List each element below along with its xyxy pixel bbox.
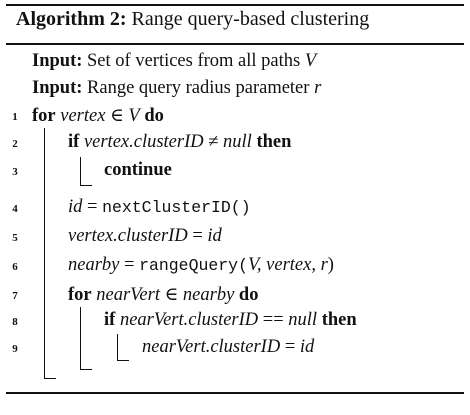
line-number: 2 [12,138,18,150]
code-line-7: for nearVert ∈ nearby do [68,284,258,306]
input-label: Input: [32,78,83,98]
variable: id [299,337,315,357]
inner-if-block-bar [117,334,118,360]
input-line-1: Input: Set of vertices from all paths V [32,51,316,72]
line-number: 6 [12,261,18,273]
bottom-rule [6,392,464,394]
keyword: do [144,106,164,126]
variable: vertex.clusterID [83,132,204,152]
operator: = [192,226,203,246]
keyword: if [104,310,116,330]
arguments: V, vertex, r [247,255,328,275]
line-number: 7 [12,290,18,302]
algorithm-name: Range query-based clustering [131,8,370,30]
variable: null [223,132,252,152]
top-rule [6,4,464,6]
keyword: do [238,285,259,305]
operator: = [124,255,135,275]
variable: nearby [68,255,120,275]
code-line-3: continue [104,160,172,181]
title-rule [6,43,464,45]
operator: ∈ [110,106,124,126]
code-line-8: if nearVert.clusterID == null then [104,310,357,331]
variable: nearby [182,285,235,305]
keyword: if [68,132,80,152]
code-line-6: nearby = rangeQuery(V, vertex, r) [68,255,334,276]
keyword: for [68,285,92,305]
for-block-bar [44,128,45,378]
keyword: continue [104,160,172,180]
line-number: 8 [12,316,18,328]
input-text: Set of vertices from all paths [87,51,301,71]
if-block-foot [80,185,92,186]
inner-if-block-foot [117,360,129,361]
line-number: 3 [12,166,18,178]
line-number: 5 [12,232,18,244]
operator: = [87,197,98,217]
input-label: Input: [32,51,83,71]
operator: ≠ [208,132,219,152]
input-line-2: Input: Range query radius parameter r [32,78,321,99]
operator: = [284,337,296,357]
code-line-4: id = nextClusterID() [68,197,251,218]
if-block-bar [80,157,81,185]
input-var: r [314,78,322,98]
keyword: then [256,132,292,152]
variable: id [68,197,83,217]
function-call: nextClusterID() [102,198,251,217]
variable: vertex.clusterID [68,226,188,246]
keyword: for [32,106,56,126]
paren: ) [327,255,334,275]
operator: ∈ [164,285,179,305]
variable: null [288,310,318,330]
inner-for-block-foot [80,369,92,370]
line-number: 1 [12,111,18,123]
input-var: V [304,51,317,71]
variable: vertex [60,106,106,126]
line-number: 4 [12,203,18,215]
code-line-2: if vertex.clusterID ≠ null then [68,132,291,153]
input-text: Range query radius parameter [87,78,310,98]
keyword: then [321,310,357,330]
algorithm-label: Algorithm 2: [16,8,127,30]
variable: nearVert [96,285,160,305]
variable: V [128,106,140,126]
code-line-5: vertex.clusterID = id [68,226,222,247]
variable: nearVert.clusterID [142,337,281,357]
for-block-foot [44,378,56,379]
line-number: 9 [12,343,18,355]
variable: nearVert.clusterID [119,310,259,330]
variable: id [207,226,222,246]
inner-for-block-bar [80,307,81,369]
function-call: rangeQuery( [139,256,248,275]
code-line-9: nearVert.clusterID = id [142,337,314,358]
code-line-1: for vertex ∈ V do [32,105,164,127]
algorithm-title: Algorithm 2: Range query-based clusterin… [16,8,369,31]
operator: == [262,310,284,330]
